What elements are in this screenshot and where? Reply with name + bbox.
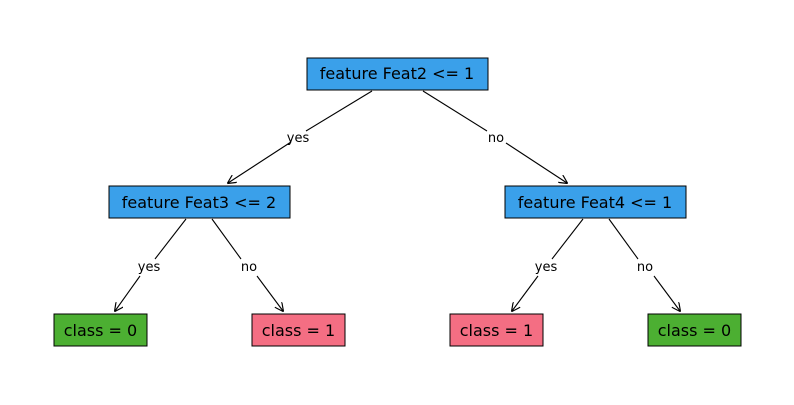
leaf-label: class = 0 xyxy=(658,321,731,340)
node-right: feature Feat4 <= 1 xyxy=(504,185,687,219)
leaf-box-class-1 xyxy=(251,313,346,347)
leaf-box-class-1 xyxy=(449,313,544,347)
edge-label-yes: yes xyxy=(138,260,161,275)
edge-line xyxy=(653,275,680,311)
edge-line xyxy=(154,218,187,260)
edge-root-left: yes xyxy=(228,90,373,183)
leaf-right-no: class = 0 xyxy=(647,313,742,347)
edge-line xyxy=(505,142,567,183)
node-root: feature Feat2 <= 1 xyxy=(306,57,489,91)
edge-line xyxy=(228,141,292,183)
leaf-label: class = 0 xyxy=(64,321,137,340)
leaf-right-yes: class = 1 xyxy=(449,313,544,347)
leaf-label: class = 1 xyxy=(460,321,533,340)
node-label: feature Feat3 <= 2 xyxy=(122,193,276,212)
edge-label-no: no xyxy=(241,260,257,275)
node-box-decision xyxy=(108,185,291,219)
edge-right-rr: no xyxy=(608,218,680,311)
edge-line xyxy=(422,90,488,132)
edge-line xyxy=(551,218,584,260)
edge-root-right: no xyxy=(422,90,567,183)
node-label: feature Feat2 <= 1 xyxy=(320,64,474,83)
leaf-box-class-0 xyxy=(647,313,742,347)
leaf-left-no: class = 1 xyxy=(251,313,346,347)
edge-line xyxy=(512,275,539,311)
edge-label-no: no xyxy=(488,131,504,146)
edge-left-lr: no xyxy=(211,218,283,311)
leaf-left-yes: class = 0 xyxy=(53,313,148,347)
edge-right-rl: yes xyxy=(512,218,584,311)
edge-left-ll: yes xyxy=(115,218,187,311)
edge-line xyxy=(608,218,639,260)
node-box-decision xyxy=(306,57,489,91)
edge-label-no: no xyxy=(637,260,653,275)
edge-line xyxy=(305,90,373,132)
edge-line xyxy=(211,218,242,260)
node-label: feature Feat4 <= 1 xyxy=(518,193,672,212)
node-box-decision xyxy=(504,185,687,219)
edge-line xyxy=(115,275,141,311)
leaf-label: class = 1 xyxy=(262,321,335,340)
edge-label-yes: yes xyxy=(287,131,310,146)
leaf-box-class-0 xyxy=(53,313,148,347)
node-left: feature Feat3 <= 2 xyxy=(108,185,291,219)
edge-line xyxy=(256,275,283,311)
edge-label-yes: yes xyxy=(535,260,558,275)
